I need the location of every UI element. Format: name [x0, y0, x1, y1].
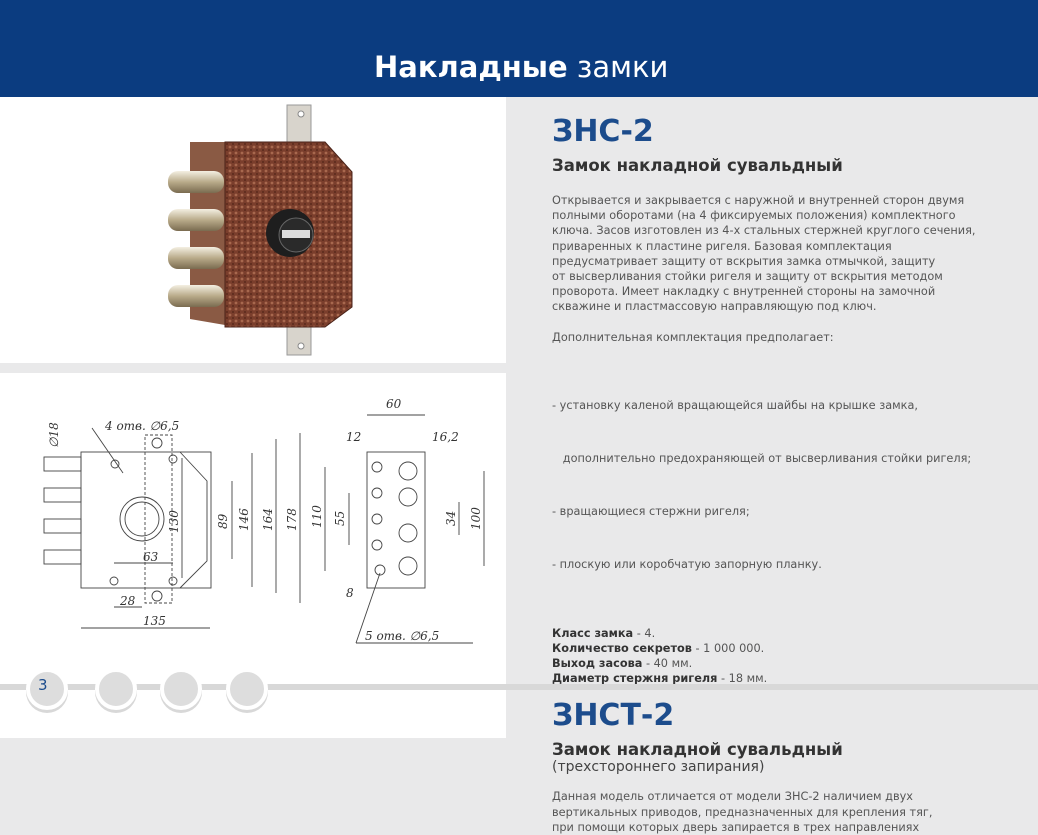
dim-label: 100: [469, 507, 483, 530]
text-line: полными оборотами (на 4 фиксируемых поло…: [552, 209, 956, 223]
front-view: [43, 427, 301, 629]
spec-item: Количество секретов - 1 000 000.: [552, 641, 1012, 656]
dim-label: 164: [261, 508, 275, 531]
spec-value: - 1 000 000.: [691, 641, 765, 655]
text-line: при помощи которых дверь запирается в тр…: [552, 820, 920, 834]
dim-label: 146: [237, 508, 251, 531]
text-line: от высверливания стойки ригеля и защиту …: [552, 270, 943, 284]
dim-label: 130: [167, 510, 181, 533]
dim-label: 89: [216, 513, 230, 529]
model-znst2-title: ЗНСТ-2: [552, 698, 675, 734]
text-line: приваренных к пластине ригеля. Базовая к…: [552, 239, 892, 253]
text-line: Данная модель отличается от модели ЗНС-2…: [552, 790, 913, 804]
spec-item: Диаметр стержня ригеля - 18 мм.: [552, 671, 1012, 686]
zns2-description: Открывается и закрывается с наружной и в…: [552, 193, 1012, 315]
list-item: - установку каленой вращающейся шайбы на…: [552, 398, 919, 412]
dim-label: 12: [346, 430, 361, 444]
znst2-subtitle: Замок накладной сувальдный: [552, 740, 843, 760]
dim-label: 110: [310, 505, 324, 528]
spec-item: Класс замка - 4.: [552, 626, 1012, 641]
extra-list: - установку каленой вращающейся шайбы на…: [552, 360, 1012, 611]
divider: [0, 363, 506, 373]
dim-label: 28: [119, 594, 136, 608]
text-line: Открывается и закрывается с наружной и в…: [552, 194, 965, 207]
dim-label: 8: [346, 586, 354, 600]
pin-diameter-label: ∅18: [47, 422, 61, 448]
dim-label: 178: [285, 508, 299, 531]
spec-label: Класс замка: [552, 626, 634, 640]
text-line: предусматривает защиту от вскрытия замка…: [552, 254, 936, 268]
list-item: - плоскую или коробчатую запорную планку…: [552, 558, 822, 572]
dim-label: 135: [143, 614, 166, 628]
page-title: Накладные замки: [374, 50, 668, 84]
list-item: - вращающиеся стержни ригеля;: [552, 505, 750, 519]
spec-list: Класс замка - 4. Количество секретов - 1…: [552, 626, 1012, 687]
bolt-pins: [168, 171, 224, 307]
text-line: скважине и пластмассовую направляющую по…: [552, 300, 877, 314]
extra-title: Дополнительная комплектация предполагает…: [552, 330, 834, 344]
dim-label: 60: [386, 397, 402, 411]
spec-label: Диаметр стержня ригеля: [552, 672, 718, 686]
spec-label: Выход засова: [552, 657, 643, 671]
side-holes-label: 5 отв. ∅6,5: [365, 629, 439, 643]
page-circle: [26, 668, 68, 710]
decor-circle: [95, 668, 137, 710]
list-item: дополнительно предохраняющей от высверли…: [552, 452, 972, 466]
product-description: ЗНС-2 Замок накладной сувальдный Открыва…: [552, 112, 1012, 835]
dim-label: 55: [333, 511, 347, 526]
decor-circle: [160, 668, 202, 710]
spec-value: - 40 мм.: [642, 657, 693, 671]
left-panel: 4 отв. ∅6,5 ∅18 130 89 146 164 178 63 28…: [0, 97, 506, 738]
model-zns2-title: ЗНС-2: [552, 114, 654, 149]
znst2-description: Данная модель отличается от модели ЗНС-2…: [552, 789, 1012, 835]
spec-label: Количество секретов: [552, 641, 692, 655]
text-line: ключа. Засов изготовлен из 4-х стальных …: [552, 224, 976, 238]
side-view: [324, 414, 485, 644]
spec-item: Выход засова - 40 мм.: [552, 656, 1012, 671]
text-line: проворота. Имеет накладку с внутренней с…: [552, 285, 936, 299]
znst2-note: (трехстороннего запирания): [552, 759, 765, 776]
decor-circle: [226, 668, 268, 710]
title-bold: Накладные: [374, 50, 568, 84]
dim-label: 16,2: [432, 430, 459, 444]
page-number: 3: [38, 676, 48, 694]
footer-bar: [0, 684, 1038, 690]
page-header: Накладные замки: [0, 0, 1038, 97]
lock-photo: [0, 97, 506, 363]
dim-label: 34: [444, 511, 458, 526]
dim-label: 63: [143, 550, 159, 564]
spec-value: - 4.: [633, 626, 656, 640]
front-holes-label: 4 отв. ∅6,5: [104, 419, 179, 433]
title-rest: замки: [576, 50, 669, 84]
text-line: вертикальных приводов, предназначенных д…: [552, 805, 933, 819]
spec-value: - 18 мм.: [717, 672, 768, 686]
zns2-subtitle: Замок накладной сувальдный: [552, 156, 843, 175]
